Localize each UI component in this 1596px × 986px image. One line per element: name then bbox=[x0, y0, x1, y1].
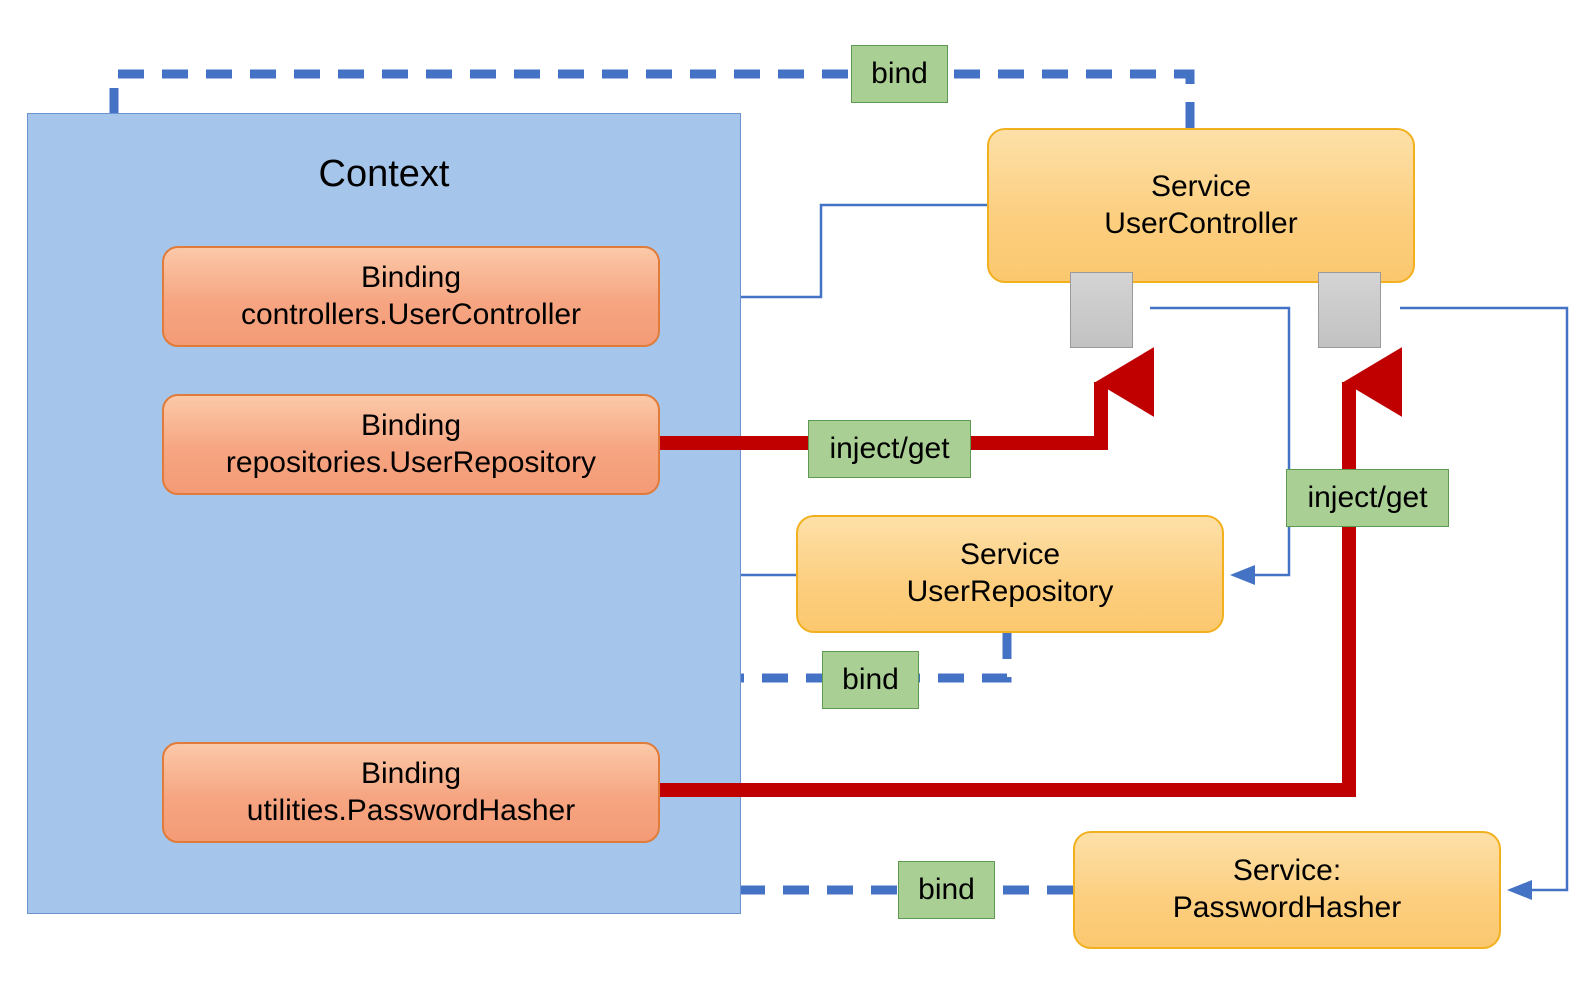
service-passwordhasher[interactable]: Service: PasswordHasher bbox=[1073, 831, 1501, 949]
service-passwordhasher-label: Service: PasswordHasher bbox=[1172, 854, 1402, 924]
inject-arrow-repository-to-controller bbox=[660, 347, 1155, 450]
binding-controllers-usercontroller[interactable]: Binding controllers.UserController bbox=[162, 246, 660, 347]
port-usercontroller-hasher[interactable] bbox=[1318, 272, 1381, 348]
port-usercontroller-repository[interactable] bbox=[1070, 272, 1133, 348]
edge-label-bind-top: bind bbox=[851, 45, 948, 103]
edge-label-inject-get-left: inject/get bbox=[808, 420, 971, 478]
edge-label-bind-middle: bind bbox=[822, 651, 919, 709]
service-usercontroller-label: Service UserController bbox=[1104, 169, 1298, 240]
service-userrepository[interactable]: Service UserRepository bbox=[796, 515, 1224, 633]
binding-repositories-userrepository[interactable]: Binding repositories.UserRepository bbox=[162, 394, 660, 495]
binding-utilities-passwordhasher-label: Binding utilities.PasswordHasher bbox=[246, 756, 576, 827]
connector-port-to-service-hasher bbox=[1400, 306, 1569, 900]
connector-port-to-service-repository bbox=[1150, 306, 1291, 585]
context-title: Context bbox=[318, 153, 450, 195]
service-usercontroller[interactable]: Service UserController bbox=[987, 128, 1415, 283]
binding-utilities-passwordhasher[interactable]: Binding utilities.PasswordHasher bbox=[162, 742, 660, 843]
edge-label-inject-get-right: inject/get bbox=[1286, 469, 1449, 527]
binding-controllers-usercontroller-label: Binding controllers.UserController bbox=[240, 260, 582, 331]
service-userrepository-label: Service UserRepository bbox=[906, 538, 1114, 608]
binding-repositories-userrepository-label: Binding repositories.UserRepository bbox=[225, 408, 597, 479]
edge-label-bind-bottom: bind bbox=[898, 861, 995, 919]
